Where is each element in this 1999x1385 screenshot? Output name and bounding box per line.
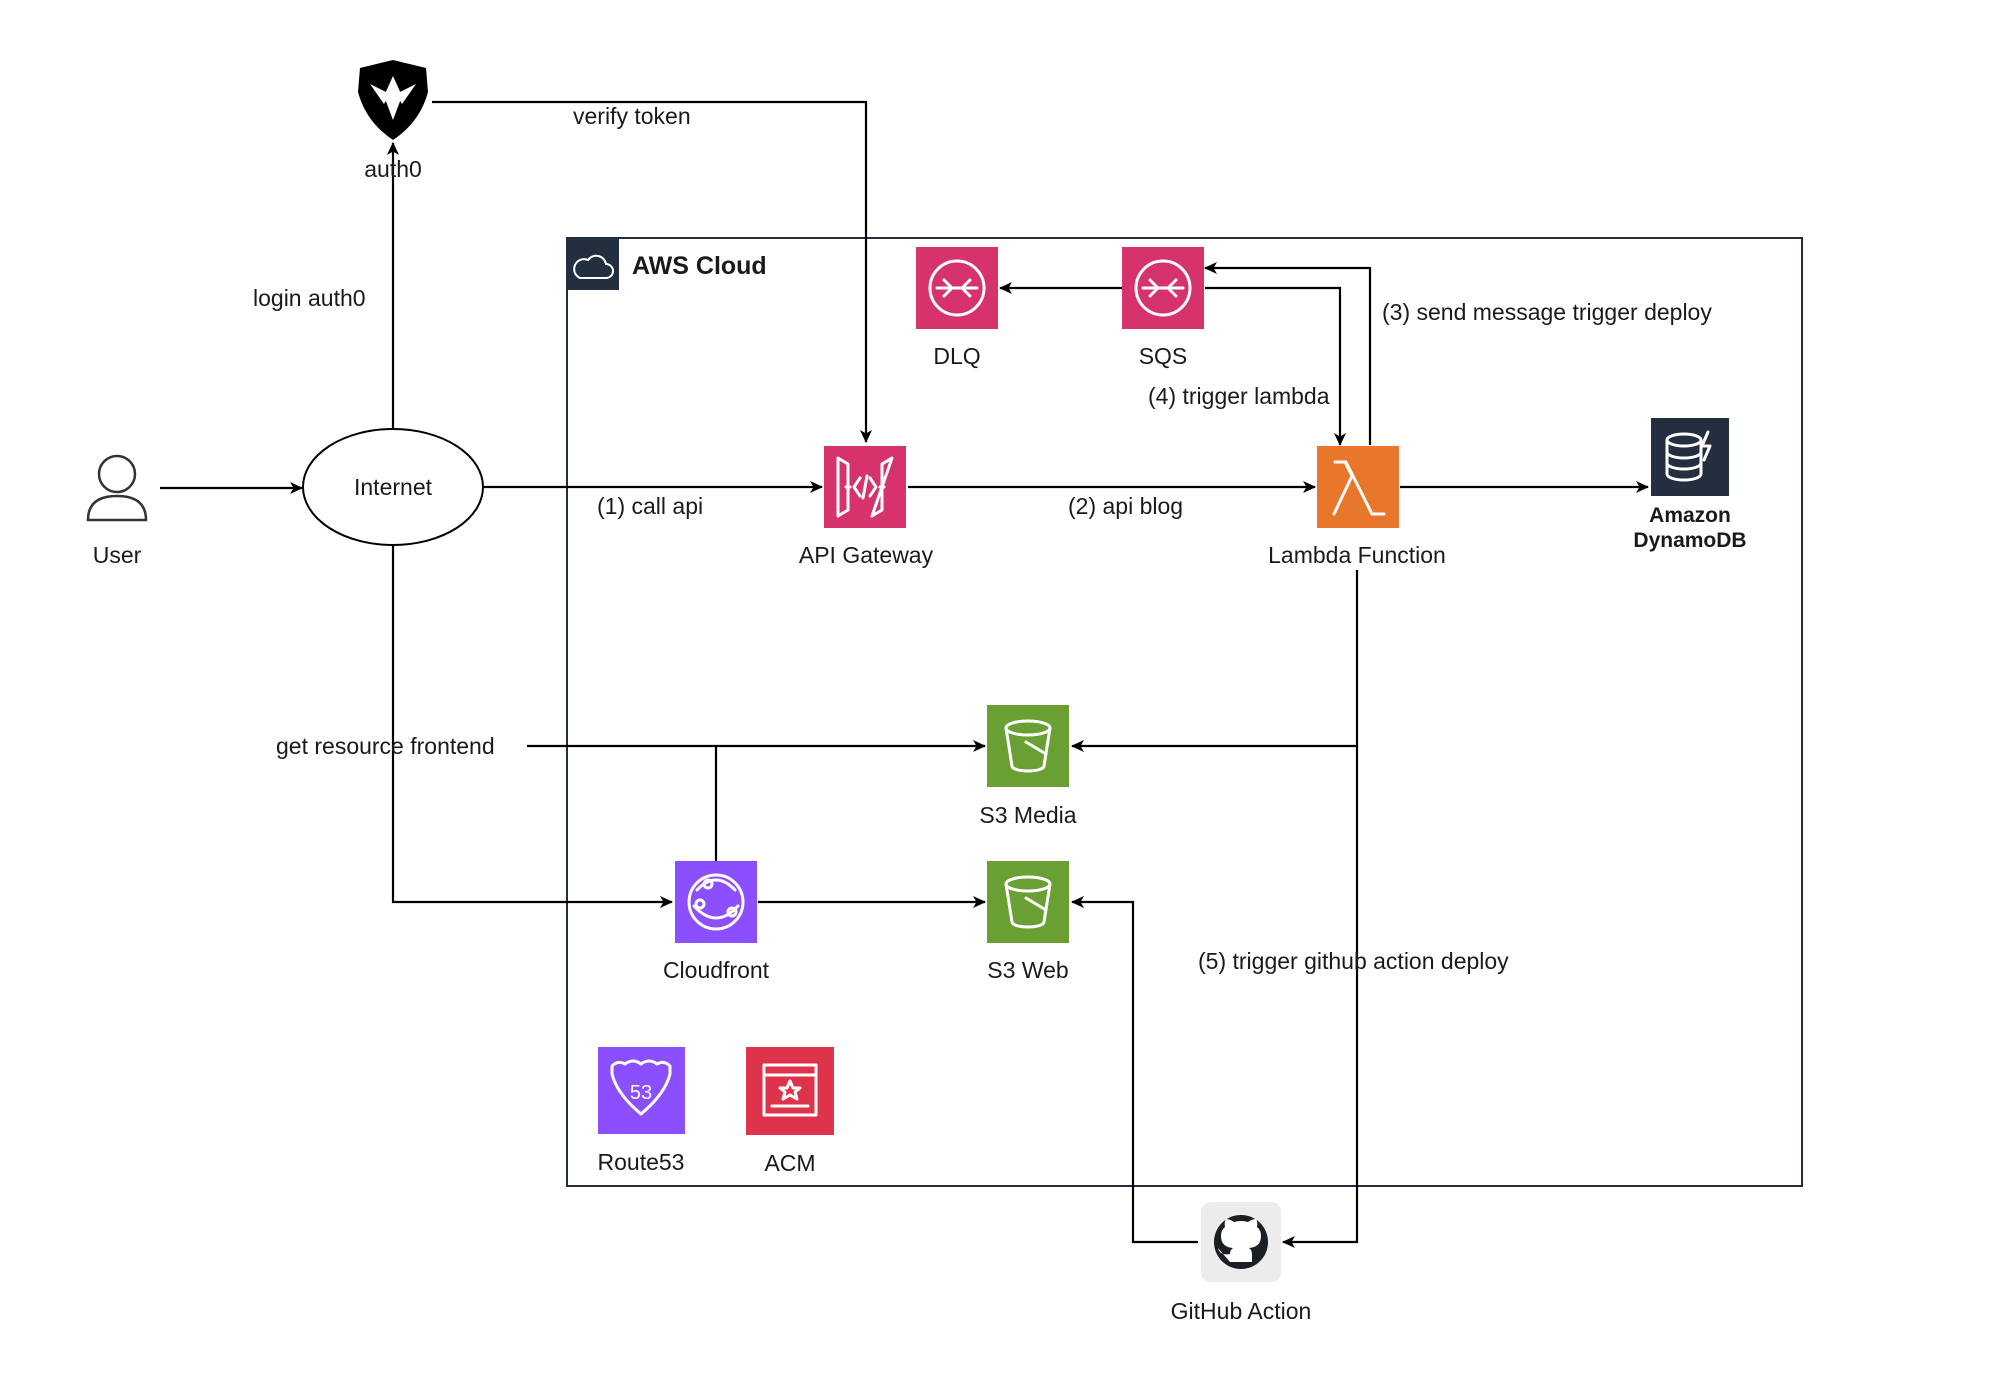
edge-label-get-resource: get resource frontend bbox=[276, 733, 495, 759]
sqs-node[interactable]: SQS bbox=[1122, 247, 1204, 369]
s3-bucket-icon bbox=[1004, 875, 1052, 929]
edge-label-api-blog: (2) api blog bbox=[1068, 493, 1183, 519]
acm-label: ACM bbox=[764, 1150, 815, 1176]
sqs-label: SQS bbox=[1139, 343, 1188, 369]
auth0-shield-icon bbox=[358, 60, 428, 140]
dlq-node[interactable]: DLQ bbox=[916, 247, 998, 369]
api-gateway-icon bbox=[836, 456, 894, 518]
api-gateway-node[interactable]: API Gateway bbox=[799, 446, 934, 568]
sqs-icon bbox=[928, 259, 986, 317]
github-action-node[interactable]: GitHub Action bbox=[1171, 1202, 1312, 1324]
cloudfront-label: Cloudfront bbox=[663, 957, 770, 983]
route53-icon: 53 bbox=[610, 1059, 672, 1116]
lambda-label: Lambda Function bbox=[1268, 542, 1446, 568]
acm-icon bbox=[762, 1063, 818, 1117]
internet-label: Internet bbox=[354, 474, 433, 500]
edge-label-trigger-github: (5) trigger github action deploy bbox=[1198, 948, 1509, 974]
dynamodb-node[interactable]: Amazon DynamoDB bbox=[1633, 418, 1747, 552]
edge-trigger-github bbox=[1282, 570, 1359, 1248]
user-icon bbox=[86, 454, 148, 522]
dynamodb-label-line1: Amazon bbox=[1649, 504, 1731, 527]
user-node[interactable]: User bbox=[86, 454, 148, 568]
edge-trigger-lambda bbox=[1205, 286, 1346, 446]
github-action-label: GitHub Action bbox=[1171, 1298, 1312, 1324]
auth0-label: auth0 bbox=[364, 156, 422, 182]
dynamodb-label-line2: DynamoDB bbox=[1633, 529, 1746, 552]
s3-media-label: S3 Media bbox=[979, 802, 1076, 828]
aws-cloud-group: AWS Cloud bbox=[566, 237, 1803, 1187]
s3-web-node[interactable]: S3 Web bbox=[987, 861, 1069, 983]
edge-label-verify-token: verify token bbox=[573, 103, 691, 129]
s3-bucket-icon bbox=[1004, 719, 1052, 773]
edge-github-s3-web bbox=[1071, 896, 1198, 1244]
edge-internet-cloudfront bbox=[391, 545, 673, 908]
lambda-node[interactable]: Lambda Function bbox=[1268, 446, 1446, 568]
edge-send-message bbox=[1204, 262, 1372, 445]
sqs-icon bbox=[1134, 259, 1192, 317]
user-label: User bbox=[93, 542, 142, 568]
auth0-node[interactable]: auth0 bbox=[358, 60, 428, 182]
internet-node[interactable]: Internet bbox=[302, 428, 484, 546]
lambda-icon bbox=[1332, 460, 1386, 516]
route53-label: Route53 bbox=[598, 1149, 685, 1175]
cloud-icon bbox=[573, 254, 614, 279]
aws-cloud-title: AWS Cloud bbox=[632, 252, 767, 280]
s3-web-label: S3 Web bbox=[987, 957, 1068, 983]
svg-text:53: 53 bbox=[630, 1082, 652, 1104]
edge-label-send-message: (3) send message trigger deploy bbox=[1382, 299, 1712, 325]
s3-media-node[interactable]: S3 Media bbox=[979, 705, 1077, 828]
edge-label-trigger-lambda: (4) trigger lambda bbox=[1148, 383, 1330, 409]
cloudfront-icon bbox=[687, 873, 745, 931]
dynamodb-icon bbox=[1665, 430, 1712, 482]
cloudfront-node[interactable]: Cloudfront bbox=[663, 861, 770, 983]
route53-node[interactable]: 53 Route53 bbox=[598, 1047, 685, 1175]
api-gateway-label: API Gateway bbox=[799, 542, 934, 568]
github-icon bbox=[1214, 1215, 1268, 1269]
dlq-label: DLQ bbox=[933, 343, 980, 369]
edge-label-login-auth0: login auth0 bbox=[253, 285, 366, 311]
edge-label-call-api: (1) call api bbox=[597, 493, 703, 519]
acm-node[interactable]: ACM bbox=[746, 1047, 834, 1176]
edge-verify-token bbox=[432, 100, 872, 443]
